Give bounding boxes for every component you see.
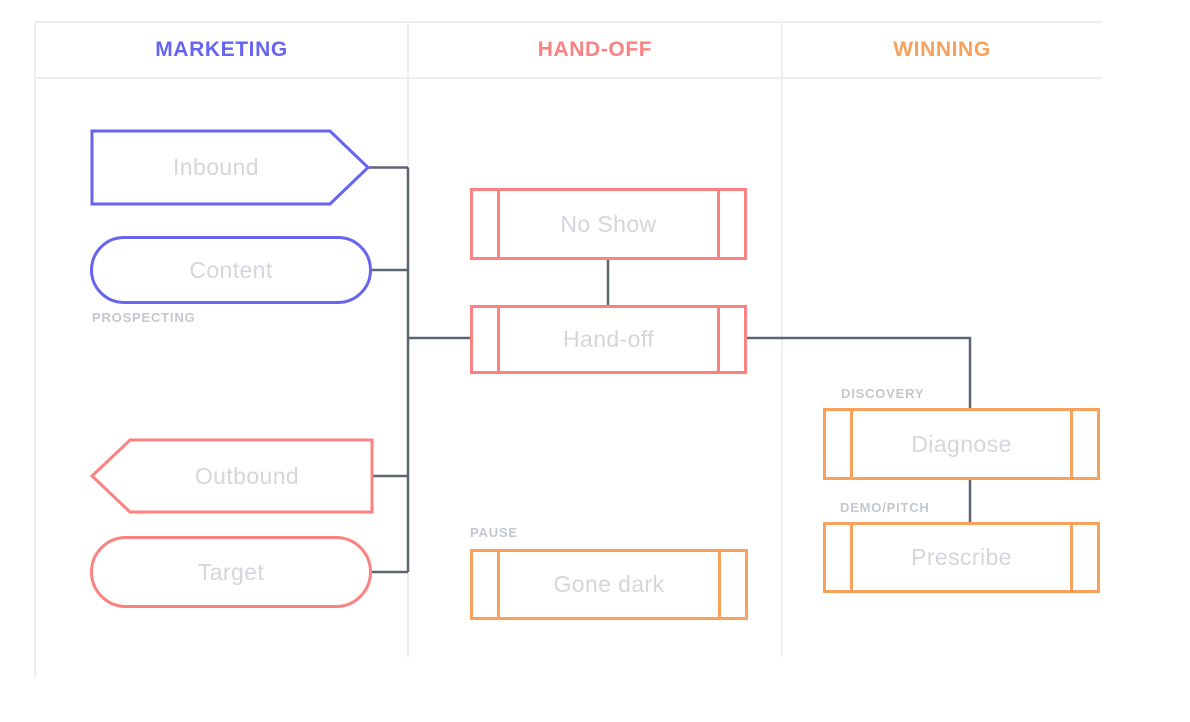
annotation-demo-pitch: DEMO/PITCH xyxy=(840,500,930,515)
column-header-winning: WINNING xyxy=(782,22,1102,78)
process-side-bar-left xyxy=(497,308,500,371)
column-header-winning-label: WINNING xyxy=(893,38,991,61)
process-side-bar-right xyxy=(717,308,720,371)
node-gone-dark-label: Gone dark xyxy=(553,571,665,597)
connector-lines xyxy=(368,166,972,574)
process-side-bar-right xyxy=(1070,525,1073,590)
node-prescribe[interactable]: Prescribe xyxy=(823,522,1100,593)
process-side-bar-left xyxy=(497,191,500,257)
column-header-marketing-label: MARKETING xyxy=(155,38,288,61)
node-target[interactable]: Target xyxy=(90,536,372,608)
column-header-hand-off: HAND-OFF xyxy=(408,22,782,78)
annotation-discovery: DISCOVERY xyxy=(841,386,925,401)
node-inbound-shape[interactable] xyxy=(90,129,371,206)
process-side-bar-right xyxy=(1070,411,1073,477)
node-content[interactable]: Content xyxy=(90,236,372,304)
node-outbound-shape[interactable] xyxy=(89,438,374,514)
node-no-show[interactable]: No Show xyxy=(470,188,747,260)
node-hand-off[interactable]: Hand-off xyxy=(470,305,747,374)
column-header-hand-off-label: HAND-OFF xyxy=(537,38,653,61)
node-diagnose-label: Diagnose xyxy=(911,430,1012,457)
process-side-bar-right xyxy=(717,191,720,257)
annotation-pause: PAUSE xyxy=(470,525,518,540)
node-target-label: Target xyxy=(197,558,265,585)
node-prescribe-label: Prescribe xyxy=(911,544,1012,570)
node-gone-dark[interactable]: Gone dark xyxy=(470,549,748,620)
node-hand-off-label: Hand-off xyxy=(563,326,654,352)
process-side-bar-left xyxy=(850,411,853,477)
process-side-bar-left xyxy=(497,552,500,617)
connector-handoff-to-diagnose xyxy=(747,336,972,408)
node-content-label: Content xyxy=(189,256,273,283)
node-diagnose[interactable]: Diagnose xyxy=(823,408,1100,480)
process-side-bar-left xyxy=(850,525,853,590)
column-header-marketing: MARKETING xyxy=(35,22,408,78)
node-no-show-label: No Show xyxy=(560,210,657,237)
annotation-prospecting: PROSPECTING xyxy=(92,310,196,325)
grid-lines xyxy=(34,21,1102,678)
process-side-bar-right xyxy=(718,552,721,617)
